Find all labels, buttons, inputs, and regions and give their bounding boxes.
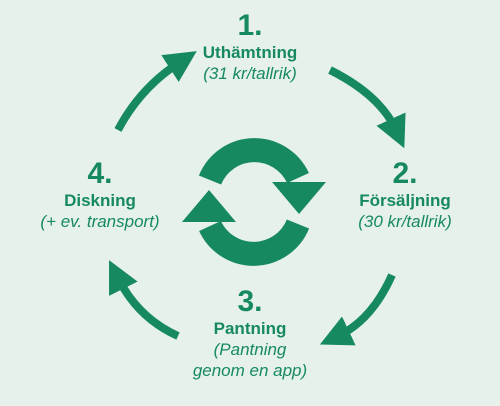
step-3-note-line-2: genom en app) [192,361,308,380]
arrow-2-to-3 [319,273,396,346]
step-2-number: 2. [392,157,418,190]
step-3-note-line-1: (Pantning [213,340,287,359]
step-4-title: Diskning [64,191,136,210]
step-1-note: (31 kr/tallrik) [203,64,297,83]
refresh-cycle-icon [182,138,326,266]
step-2: 2. Försäljning (30 kr/tallrik) [330,158,480,232]
step-4: 4. Diskning (+ ev. transport) [10,158,190,232]
step-4-number: 4. [87,157,113,190]
arrow-3-to-4 [109,260,180,340]
step-4-note: (+ ev. transport) [40,212,160,231]
step-3-title: Pantning [213,319,287,338]
step-2-title: Försäljning [359,191,451,210]
step-1-number: 1. [237,9,263,42]
step-1-title: Uthämtning [202,43,298,62]
step-3: 3. Pantning (Pantning genom en app) [170,286,330,381]
step-1: 1. Uthämtning (31 kr/tallrik) [160,10,340,84]
step-3-number: 3. [237,285,263,318]
step-2-note: (30 kr/tallrik) [358,212,452,231]
arrow-1-to-2 [328,66,406,149]
arrow-4-to-1 [114,51,197,132]
